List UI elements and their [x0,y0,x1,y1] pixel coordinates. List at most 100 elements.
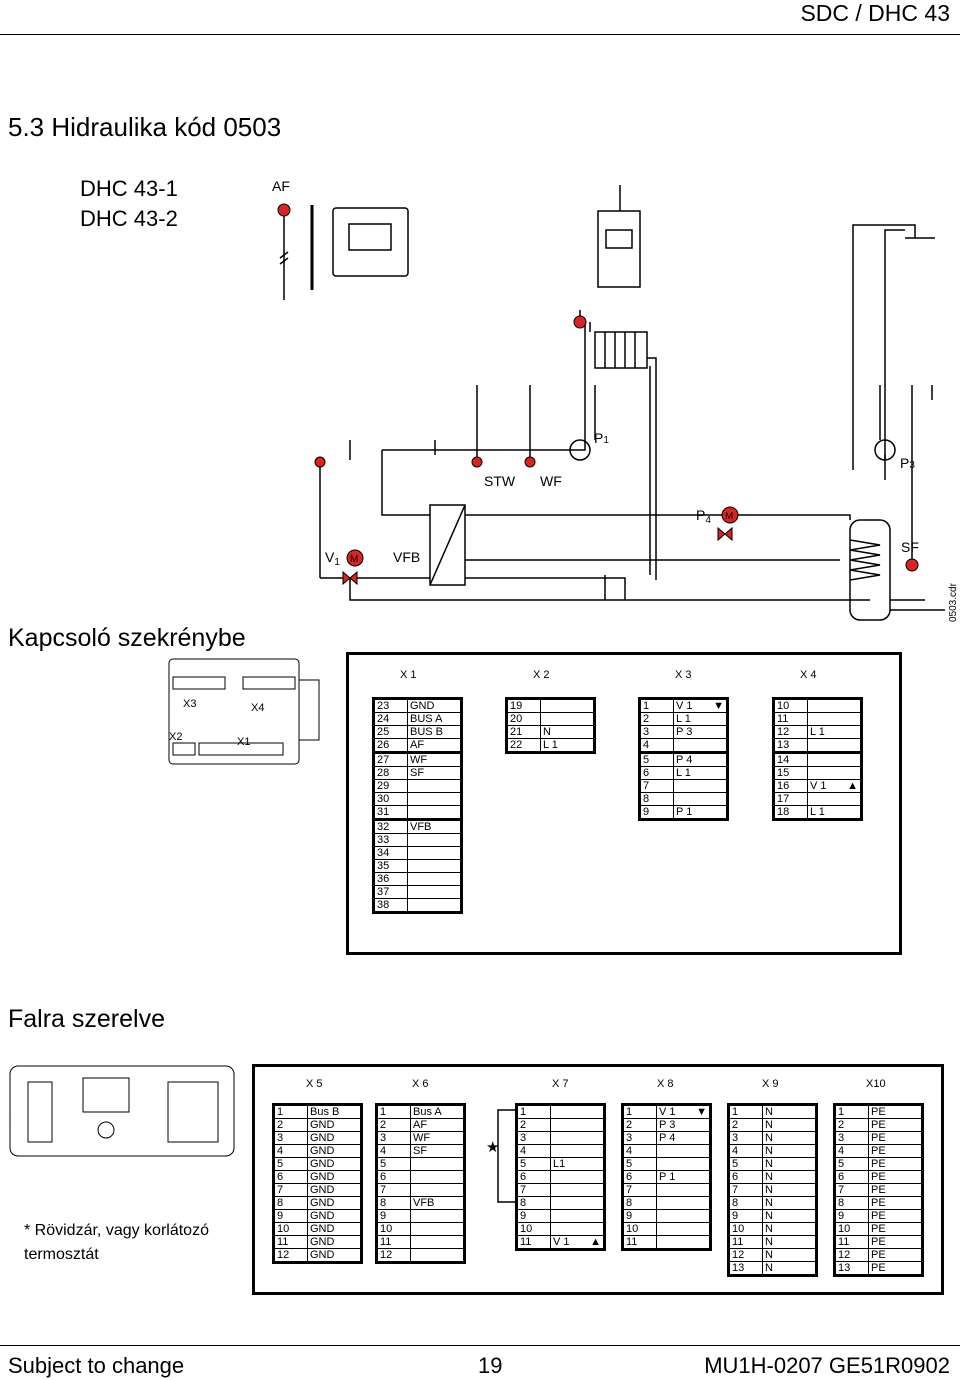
terminal-row: 9 [516,1209,605,1223]
terminal-signal: V 1▼ [656,1104,711,1119]
terminal-signal: N [762,1235,817,1249]
terminal-row: 6 [516,1170,605,1184]
device-label-x1: X1 [237,736,250,748]
terminal-number: 25 [373,725,408,739]
terminal-signal [410,1235,465,1249]
terminal-number: 5 [516,1157,551,1171]
terminal-row: 31 [373,805,462,820]
terminal-number: 1 [639,698,674,713]
terminal-row: 5 [622,1157,711,1171]
terminal-signal [550,1209,605,1223]
terminal-row: 15 [773,766,862,780]
terminal-number: 8 [622,1196,657,1210]
terminal-row: 19 [506,698,595,713]
terminal-number: 12 [834,1248,869,1262]
terminal-number: 1 [728,1104,763,1119]
terminal-signal: PE [868,1222,923,1236]
terminal-signal: N [762,1196,817,1210]
terminal-signal [540,712,595,726]
terminal-signal: PE [868,1104,923,1119]
label-v1: V1 [325,549,340,568]
terminal-number: 33 [373,833,408,847]
wall-title: Falra szerelve [8,1005,165,1033]
terminal-signal [407,833,462,847]
terminal-number: 5 [376,1157,411,1171]
terminal-signal [550,1131,605,1145]
terminal-row: 7 [622,1183,711,1197]
terminal-row: 9 [622,1209,711,1223]
terminal-signal: GND [307,1222,362,1236]
wall-note-line2: termosztát [24,1246,99,1263]
terminal-row: 11 [376,1235,465,1249]
terminal-signal [410,1248,465,1263]
section-title: 5.3 Hidraulika kód 0503 [8,112,282,142]
footer-page: 19 [478,1353,503,1378]
terminal-row: 5 [376,1157,465,1171]
terminal-row: 6 [376,1170,465,1184]
terminal-row: 7 [516,1183,605,1197]
terminal-signal [410,1209,465,1223]
terminal-number: 11 [376,1235,411,1249]
terminal-signal [807,712,862,726]
wall-header-x9: X 9 [762,1078,779,1090]
terminal-number: 6 [622,1170,657,1184]
terminal-number: 37 [373,885,408,899]
device-label-x3: X3 [183,698,196,710]
terminal-row: 30 [373,792,462,806]
terminal-number: 7 [728,1183,763,1197]
terminal-number: 1 [376,1104,411,1119]
terminal-signal [410,1157,465,1171]
terminal-signal: P 1 [656,1170,711,1184]
terminal-signal: WF [410,1131,465,1145]
terminal-number: 1 [516,1104,551,1119]
terminal-signal [410,1222,465,1236]
terminal-signal: GND [307,1183,362,1197]
terminal-signal: GND [307,1209,362,1223]
terminal-number: 20 [506,712,541,726]
terminal-signal [550,1222,605,1236]
terminal-number: 1 [834,1104,869,1119]
label-vfb: VFB [393,549,420,565]
terminal-row: 3 [516,1131,605,1145]
terminal-signal: GND [307,1196,362,1210]
terminal-row: 10 [773,698,862,713]
header-rule [0,34,960,35]
terminal-number: 7 [834,1183,869,1197]
terminal-row: 33 [373,833,462,847]
terminal-row: 4 [516,1144,605,1158]
wall-frame-top [252,1064,944,1067]
terminal-signal: L1 [550,1157,605,1171]
terminal-number: 32 [373,818,408,834]
terminal-signal: SF [410,1144,465,1158]
terminal-row: 4 [622,1144,711,1158]
terminal-number: 12 [273,1248,308,1263]
terminal-number: 9 [622,1209,657,1223]
label-stw: STW [484,473,516,489]
terminal-signal: L 1 [673,712,728,726]
terminal-number: 36 [373,872,408,886]
terminal-number: 11 [773,712,808,726]
